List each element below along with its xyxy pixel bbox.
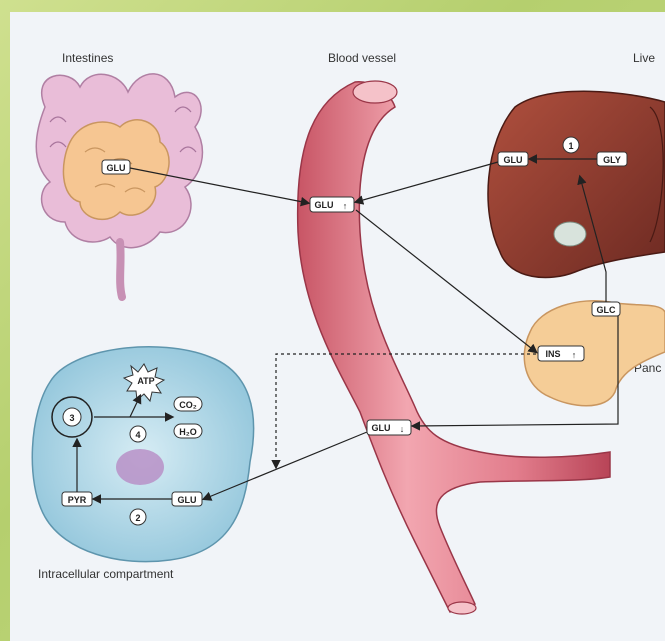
cell-pyr-tag: PYR xyxy=(62,492,92,506)
diagram-canvas: Intestines Blood vessel Live Panc Intrac… xyxy=(10,12,665,641)
cell-h2o-tag: H₂O xyxy=(174,424,202,438)
svg-text:↑: ↑ xyxy=(572,350,577,360)
svg-text:3: 3 xyxy=(69,413,74,423)
cell-glu-tag: GLU xyxy=(172,492,202,506)
svg-text:ATP: ATP xyxy=(137,376,154,386)
svg-text:1: 1 xyxy=(568,141,573,151)
liver-gly-tag: GLY xyxy=(597,152,627,166)
svg-text:GLU: GLU xyxy=(107,163,126,173)
cell-step-2: 2 xyxy=(130,509,146,525)
blood-vessel-label: Blood vessel xyxy=(328,51,396,65)
svg-text:PYR: PYR xyxy=(68,495,87,505)
svg-text:INS: INS xyxy=(545,349,560,359)
svg-text:4: 4 xyxy=(135,430,140,440)
intracellular-label: Intracellular compartment xyxy=(38,567,174,581)
svg-text:GLU: GLU xyxy=(372,423,391,433)
svg-text:H₂O: H₂O xyxy=(179,427,197,437)
diagram-svg: Intestines Blood vessel Live Panc Intrac… xyxy=(10,12,665,641)
svg-text:GLU: GLU xyxy=(504,155,523,165)
vessel-glu-top-tag: GLU ↑ xyxy=(310,197,354,212)
liver-glu-tag: GLU xyxy=(498,152,528,166)
liver-label: Live xyxy=(633,51,655,65)
pancreas-ins-tag: INS ↑ xyxy=(538,346,584,361)
svg-text:↓: ↓ xyxy=(400,424,405,434)
intestine-glu-tag: GLU xyxy=(102,160,130,174)
svg-text:GLU: GLU xyxy=(178,495,197,505)
svg-text:GLC: GLC xyxy=(597,305,616,315)
intestines-illustration xyxy=(36,74,202,297)
liver-illustration xyxy=(488,91,665,277)
pancreas-glc-tag: GLC xyxy=(592,302,620,316)
cell-co2-tag: CO₂ xyxy=(174,397,202,411)
liver-step-1: 1 xyxy=(563,137,579,153)
svg-text:CO₂: CO₂ xyxy=(179,400,197,410)
cell-step-4: 4 xyxy=(130,426,146,442)
svg-text:GLY: GLY xyxy=(603,155,621,165)
intestines-label: Intestines xyxy=(62,51,113,65)
vessel-glu-mid-tag: GLU ↓ xyxy=(367,420,411,435)
svg-text:2: 2 xyxy=(135,513,140,523)
svg-text:↑: ↑ xyxy=(343,201,348,211)
svg-text:GLU: GLU xyxy=(315,200,334,210)
